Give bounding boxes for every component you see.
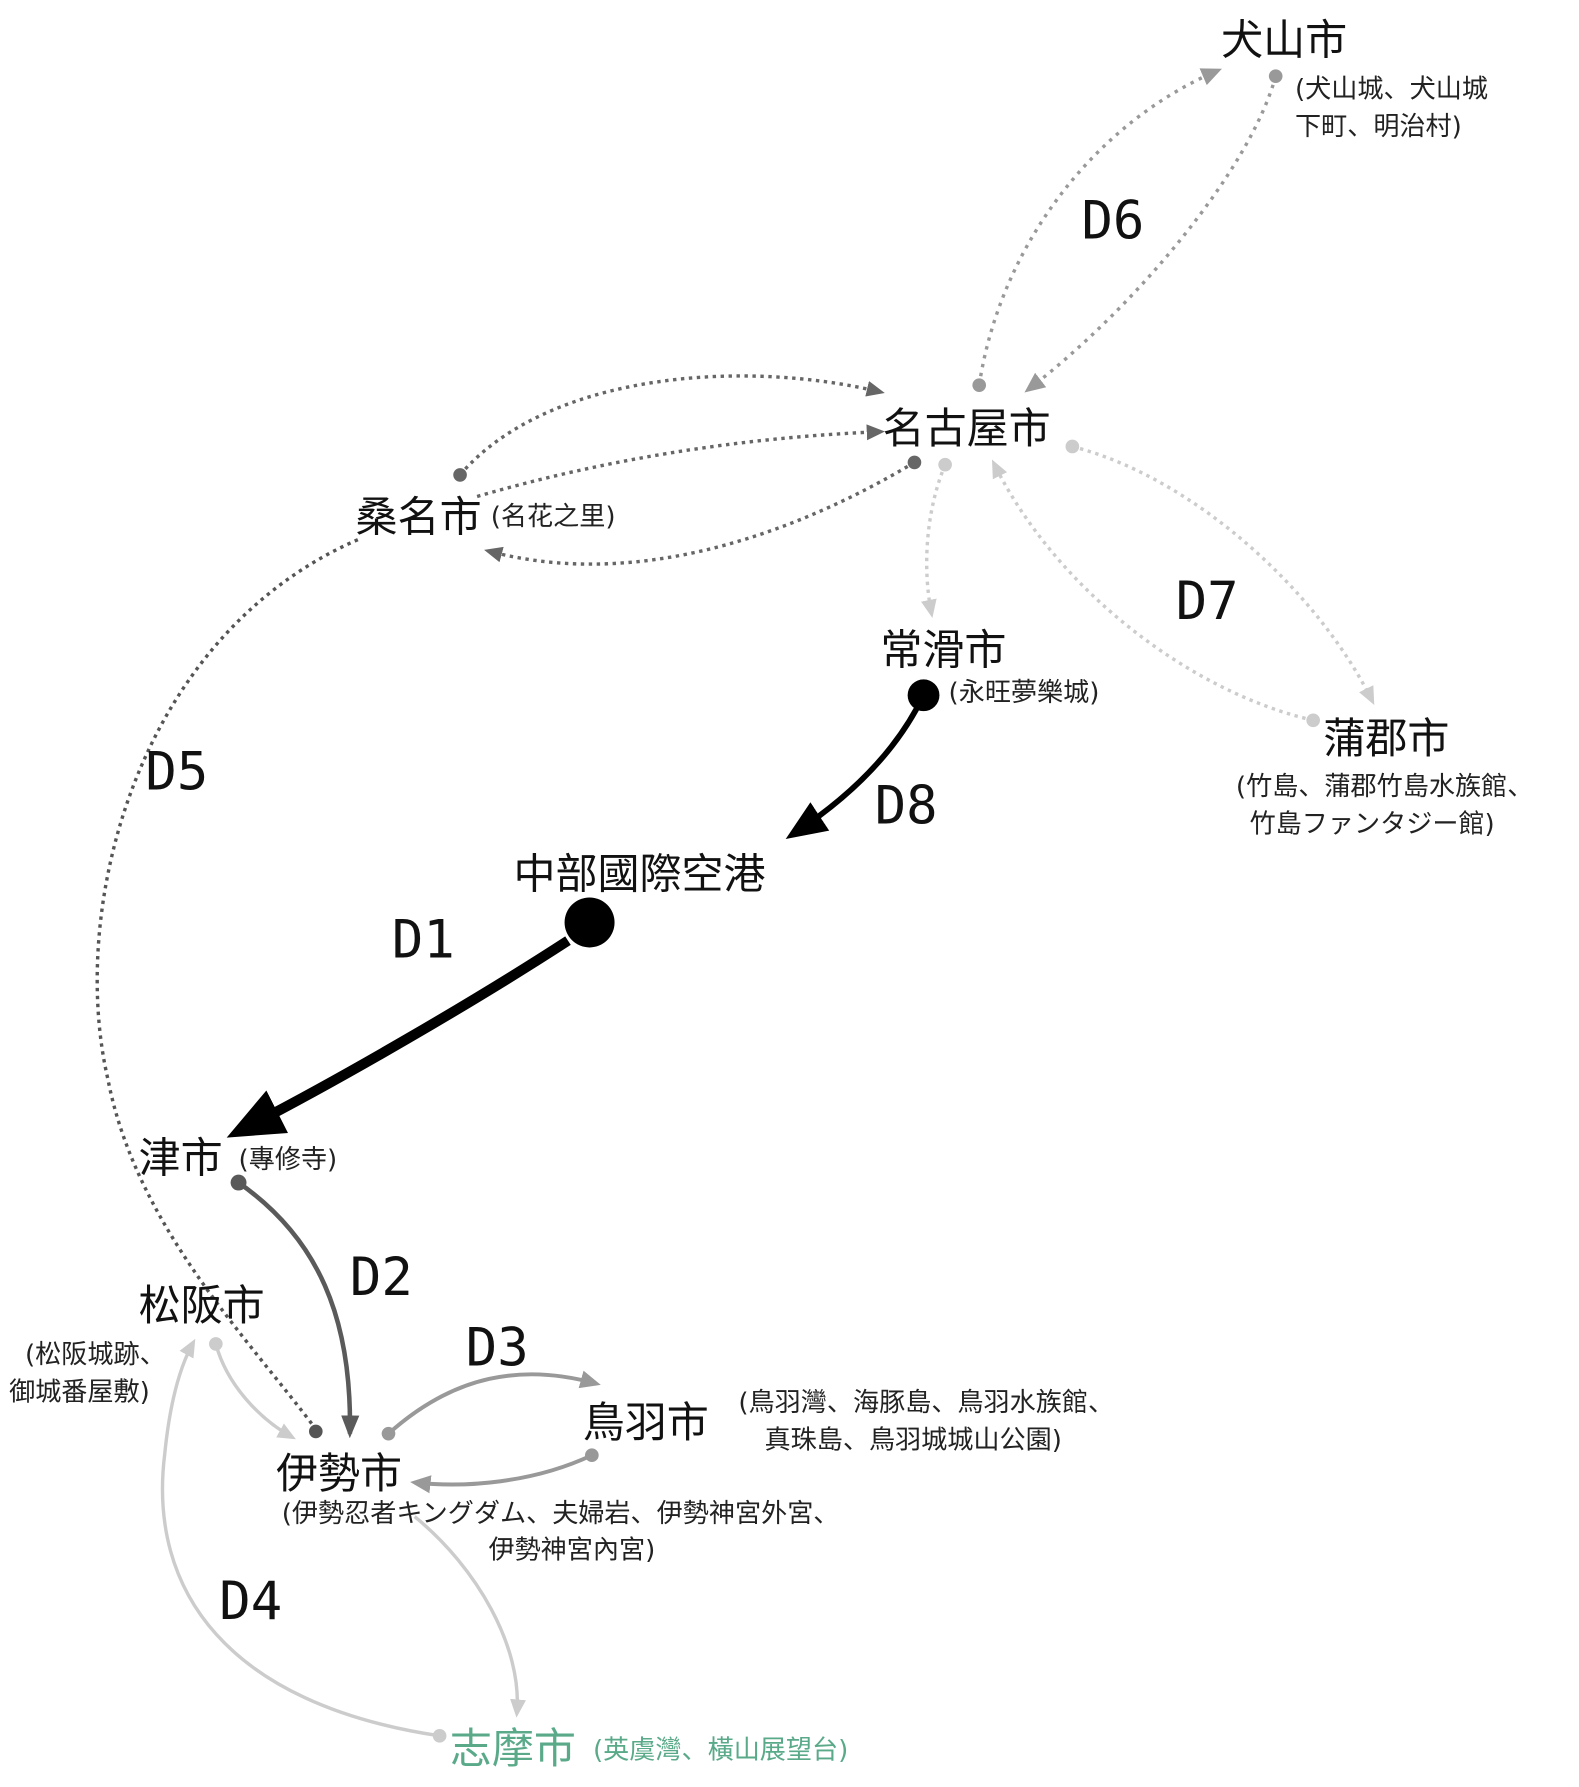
edge-nagoya-to-inuyama xyxy=(977,68,1222,386)
shima-dot xyxy=(432,1729,447,1743)
edge-nagoya-to-gamagori xyxy=(1071,444,1375,706)
route-label-d1: D1 xyxy=(392,911,455,971)
edge-shima-to-matsusaka xyxy=(160,1338,440,1738)
matsusaka-dot xyxy=(209,1337,223,1351)
edge-kuwana-to-nagoya-lower xyxy=(476,424,885,499)
toba-sights-1: (鳥羽灣、海豚島、鳥羽水族館、 xyxy=(738,1388,1114,1418)
gamagori-sights-2: 竹島ファンタジー館) xyxy=(1250,810,1495,840)
edge-centrair-to-tsu xyxy=(226,936,571,1138)
nagoya-dot-gamagori xyxy=(1065,439,1080,454)
gamagori-dot xyxy=(1306,713,1320,728)
matsusaka-sights-1: (松阪城跡、 xyxy=(25,1340,166,1370)
city-nagoya: 名古屋市 xyxy=(883,404,1051,453)
inuyama-sights-2: 下町、明治村) xyxy=(1295,112,1462,142)
tokoname-dot xyxy=(907,679,940,712)
edge-nagoya-to-tokoname xyxy=(921,464,947,618)
edge-kuwana-to-ise xyxy=(95,538,359,1431)
city-matsusaka: 松阪市 xyxy=(139,1281,265,1330)
city-tsu: 津市 xyxy=(139,1133,223,1182)
route-label-d7: D7 xyxy=(1176,572,1239,632)
city-shima: 志摩市 xyxy=(450,1724,576,1773)
edge-toba-to-ise xyxy=(410,1453,593,1494)
edge-inuyama-to-nagoya xyxy=(1024,75,1278,393)
kuwana-sights: (名花之里) xyxy=(491,502,616,532)
city-gamagori: 蒲郡市 xyxy=(1323,714,1449,763)
centrair-dot xyxy=(564,897,615,948)
nagoya-dot-tokoname xyxy=(938,457,952,472)
ise-sights-2: 伊勢神宮內宮) xyxy=(488,1536,655,1566)
nagoya-dot-d6 xyxy=(972,378,987,392)
ise-dot-d5 xyxy=(308,1424,323,1439)
edge-kuwana-to-nagoya-upper xyxy=(458,374,885,477)
gamagori-sights-1: (竹島、蒲郡竹島水族館、 xyxy=(1236,772,1533,802)
edge-tokoname-to-centrair xyxy=(785,694,927,839)
inuyama-sights-1: (犬山城、犬山城 xyxy=(1295,75,1488,105)
route-label-d4: D4 xyxy=(219,1572,282,1632)
city-ise: 伊勢市 xyxy=(276,1449,402,1498)
shima-sights: (英虞灣、橫山展望台) xyxy=(593,1736,848,1766)
route-label-d5: D5 xyxy=(145,743,208,803)
edge-tsu-to-ise xyxy=(237,1180,360,1439)
toba-dot xyxy=(585,1448,599,1463)
nagoya-dot-kuwana xyxy=(907,455,922,470)
edge-nagoya-to-kuwana xyxy=(484,460,916,566)
city-kuwana: 桑名市 xyxy=(356,493,482,542)
tsu-sights: (專修寺) xyxy=(239,1145,338,1175)
ise-sights-1: (伊勢忍者キングダム、夫婦岩、伊勢神宮外宮、 xyxy=(282,1499,840,1529)
city-centrair: 中部國際空港 xyxy=(513,849,765,898)
toba-sights-2: 真珠島、鳥羽城城山公園) xyxy=(765,1425,1062,1455)
city-toba: 鳥羽市 xyxy=(583,1398,709,1447)
kuwana-dot xyxy=(453,468,467,482)
route-label-d2: D2 xyxy=(350,1248,413,1308)
route-label-d6: D6 xyxy=(1081,192,1144,252)
city-inuyama: 犬山市 xyxy=(1221,16,1347,65)
edge-matsusaka-to-ise xyxy=(214,1343,296,1440)
ise-dot-d3 xyxy=(381,1426,396,1441)
tsu-dot xyxy=(230,1174,247,1191)
city-tokoname: 常滑市 xyxy=(880,626,1006,675)
matsusaka-sights-2: 御城番屋敷) xyxy=(9,1378,150,1408)
inuyama-dot xyxy=(1268,69,1283,83)
route-label-d3: D3 xyxy=(466,1318,529,1378)
route-label-d8: D8 xyxy=(875,777,938,837)
tokoname-sights: (永旺夢樂城) xyxy=(949,678,1100,708)
edge-ise-to-shima xyxy=(413,1515,526,1718)
edge-ise-to-toba xyxy=(387,1370,601,1436)
